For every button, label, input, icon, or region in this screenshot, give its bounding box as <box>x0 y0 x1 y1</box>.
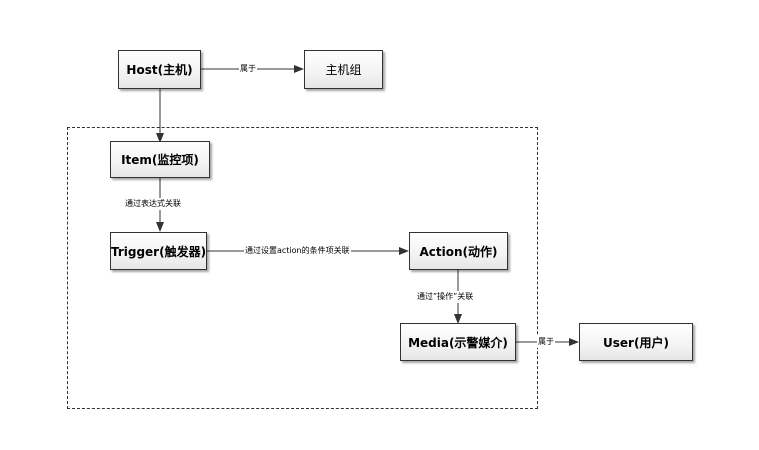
node-item[interactable]: Item(监控项) <box>110 141 210 178</box>
node-host[interactable]: Host(主机) <box>118 50 201 89</box>
edge-label-action-to-media: 通过”操作”关联 <box>416 291 475 303</box>
node-action-label: Action(动作) <box>419 244 498 259</box>
node-action[interactable]: Action(动作) <box>409 232 508 270</box>
node-media[interactable]: Media(示警媒介) <box>400 323 516 361</box>
edge-label-host-to-hostgroup: 属于 <box>239 63 257 75</box>
edge-label-trigger-to-action: 通过设置action的条件项关联 <box>244 245 351 257</box>
node-hostgroup-label: 主机组 <box>325 63 362 77</box>
node-media-label: Media(示警媒介) <box>408 335 508 350</box>
dashed-group-boundary <box>67 127 538 409</box>
node-user-label: User(用户) <box>603 335 669 350</box>
node-hostgroup[interactable]: 主机组 <box>304 50 383 89</box>
edge-label-item-to-trigger: 通过表达式关联 <box>124 198 182 210</box>
node-user[interactable]: User(用户) <box>579 323 693 361</box>
edge-label-media-to-user: 属于 <box>537 336 555 348</box>
node-trigger[interactable]: Trigger(触发器) <box>110 232 207 270</box>
node-item-label: Item(监控项) <box>121 153 199 167</box>
node-host-label: Host(主机) <box>126 63 193 77</box>
node-trigger-label: Trigger(触发器) <box>110 244 207 259</box>
